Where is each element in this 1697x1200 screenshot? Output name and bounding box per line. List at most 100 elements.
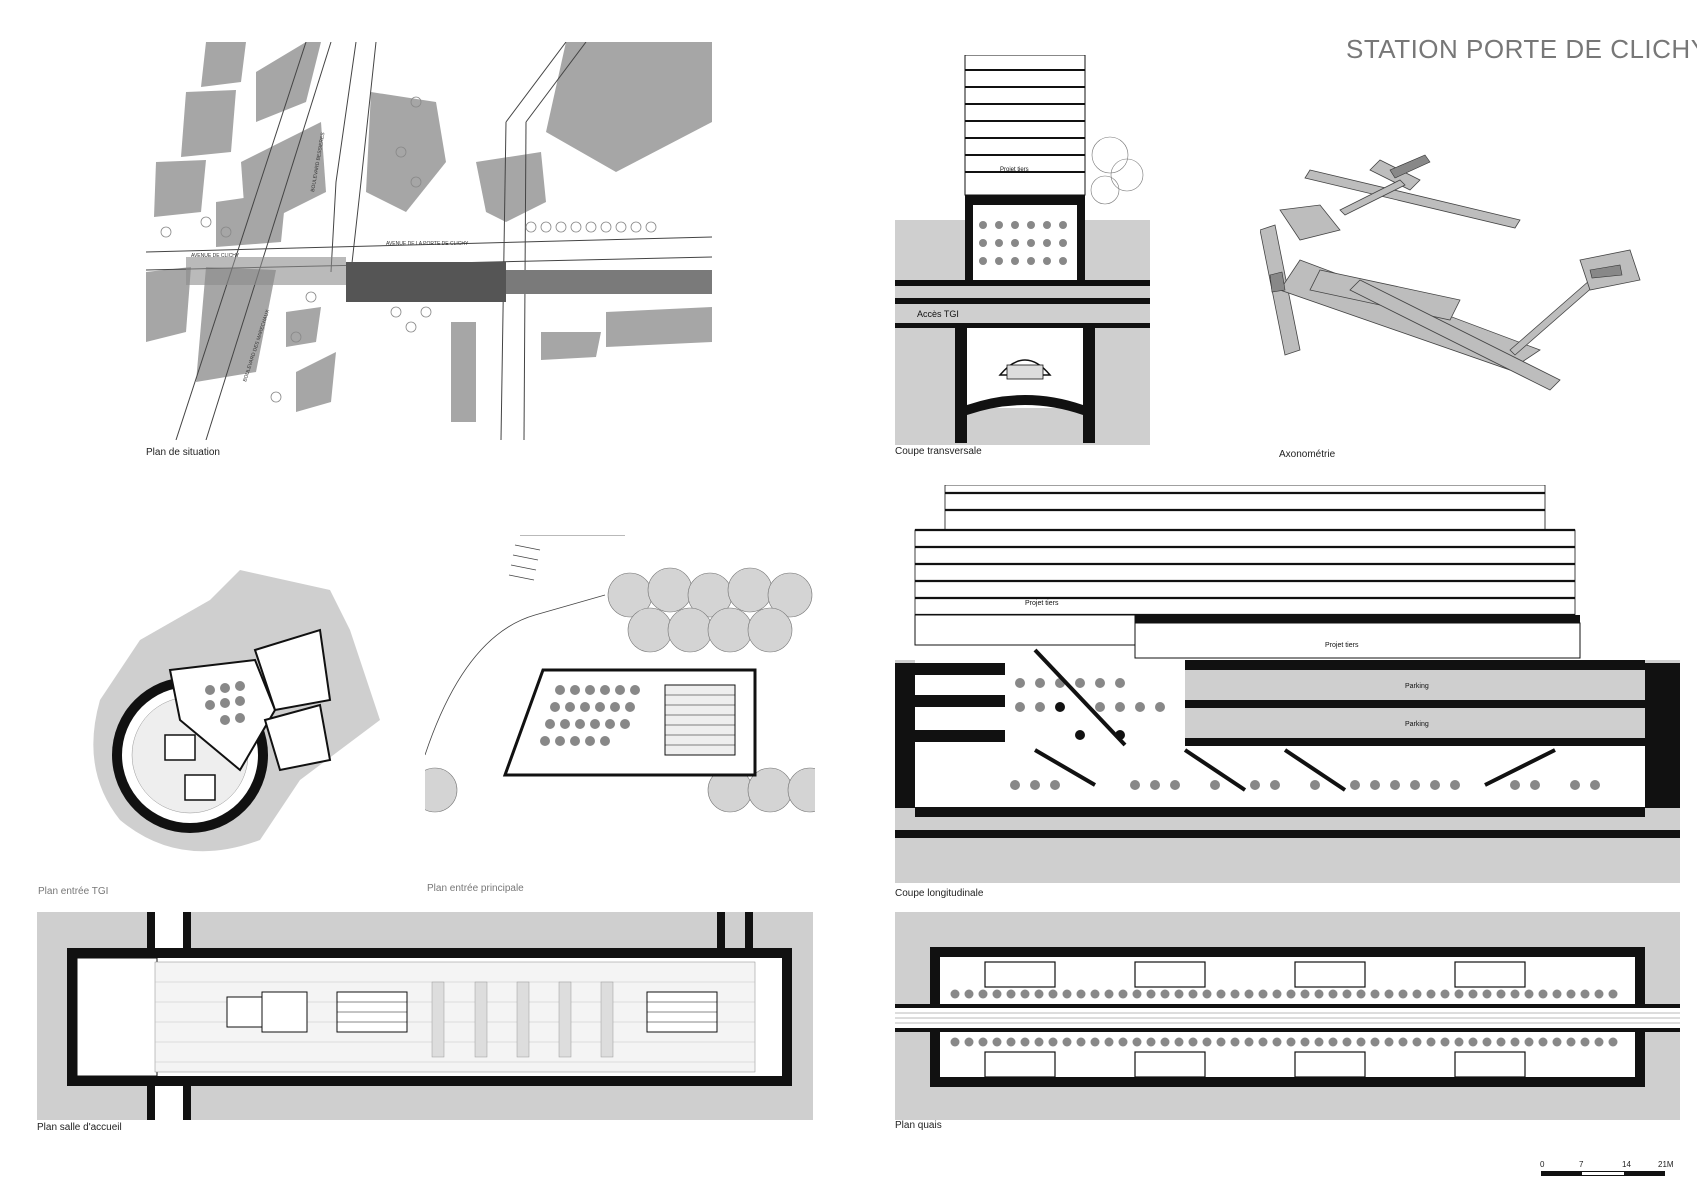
reception-hall-drawing bbox=[37, 912, 813, 1120]
platform-tree bbox=[978, 989, 988, 999]
platform-tree bbox=[1272, 1037, 1282, 1047]
scale-tick-0: 0 bbox=[1540, 1160, 1545, 1169]
platform-tree bbox=[1286, 1037, 1296, 1047]
longitudinal-section: Projet tiers Projet tiers Parking Parkin… bbox=[895, 485, 1680, 883]
tgi-entrance-caption: Plan entrée TGI bbox=[38, 886, 109, 897]
platform-tree bbox=[1216, 989, 1226, 999]
platform-tree bbox=[1160, 989, 1170, 999]
platform-tree bbox=[1188, 1037, 1198, 1047]
platform-tree bbox=[1188, 989, 1198, 999]
platform-tree bbox=[1076, 1037, 1086, 1047]
scale-bar: 0 7 14 21M bbox=[1540, 1158, 1676, 1180]
platform-tree bbox=[1342, 1037, 1352, 1047]
platform-tree bbox=[1594, 1037, 1604, 1047]
street-avenue-porte-de-clichy: AVENUE DE LA PORTE DE CLICHY bbox=[386, 241, 469, 247]
platform-tree bbox=[1132, 989, 1142, 999]
platform-tree bbox=[1538, 1037, 1548, 1047]
platform-tree bbox=[1510, 1037, 1520, 1047]
platform-tree bbox=[1034, 1037, 1044, 1047]
platform-tree bbox=[1398, 1037, 1408, 1047]
platform-tree bbox=[1090, 1037, 1100, 1047]
platform-tree bbox=[1482, 989, 1492, 999]
longitudinal-label-projet-tiers-1: Projet tiers bbox=[1025, 600, 1059, 607]
platform-tree bbox=[1426, 1037, 1436, 1047]
platform-tree bbox=[1580, 1037, 1590, 1047]
platform-tree bbox=[964, 1037, 974, 1047]
platform-tree bbox=[1048, 989, 1058, 999]
platform-tree bbox=[1384, 989, 1394, 999]
platform-tree bbox=[1258, 989, 1268, 999]
platform-tree bbox=[1160, 1037, 1170, 1047]
platform-tree bbox=[1440, 989, 1450, 999]
longitudinal-label-parking-2: Parking bbox=[1405, 721, 1429, 728]
axonometry-drawing bbox=[1260, 154, 1641, 391]
platform-tree bbox=[1216, 1037, 1226, 1047]
platform-tree bbox=[1454, 989, 1464, 999]
platform-tree bbox=[1370, 1037, 1380, 1047]
main-entrance-caption: Plan entrée principale bbox=[427, 883, 524, 894]
platform-tree bbox=[1384, 1037, 1394, 1047]
platform-tree bbox=[1328, 989, 1338, 999]
platform-tree bbox=[1482, 1037, 1492, 1047]
longitudinal-label-projet-tiers-2: Projet tiers bbox=[1325, 642, 1359, 649]
platform-tree bbox=[1132, 1037, 1142, 1047]
platform-tree bbox=[1356, 1037, 1366, 1047]
platform-tree bbox=[1272, 989, 1282, 999]
transverse-section-drawing: Projet tiers Accès TGI bbox=[895, 55, 1150, 445]
platform-tree bbox=[1398, 989, 1408, 999]
platform-tree bbox=[1608, 989, 1618, 999]
platform-tree bbox=[1034, 989, 1044, 999]
platform-tree bbox=[1468, 1037, 1478, 1047]
axonometry bbox=[1260, 150, 1660, 410]
platform-tree bbox=[1342, 989, 1352, 999]
platform-tree bbox=[1412, 989, 1422, 999]
platform-tree bbox=[964, 989, 974, 999]
reception-hall-plan bbox=[37, 912, 813, 1120]
platform-tree bbox=[950, 989, 960, 999]
platform-tree bbox=[1524, 1037, 1534, 1047]
platform-tree bbox=[1048, 1037, 1058, 1047]
platform-tree bbox=[1146, 989, 1156, 999]
situation-plan: AVENUE DE CLICHY AVENUE DE LA PORTE DE C… bbox=[146, 42, 712, 440]
platform-tree bbox=[1328, 1037, 1338, 1047]
platform-tree bbox=[992, 1037, 1002, 1047]
platform-tree bbox=[1174, 1037, 1184, 1047]
longitudinal-caption: Coupe longitudinale bbox=[895, 888, 984, 899]
platform-tree bbox=[1426, 989, 1436, 999]
platform-tree bbox=[1510, 989, 1520, 999]
platform-tree bbox=[1020, 1037, 1030, 1047]
scale-tick-7: 7 bbox=[1579, 1160, 1584, 1169]
transverse-caption: Coupe transversale bbox=[895, 446, 982, 457]
platform-tree bbox=[1370, 989, 1380, 999]
axonometry-caption: Axonométrie bbox=[1279, 449, 1336, 460]
platform-tree bbox=[1118, 989, 1128, 999]
scale-bar-graphic: 0 7 14 21M bbox=[1540, 1160, 1674, 1176]
platform-tree bbox=[1286, 989, 1296, 999]
platform-tree bbox=[1552, 1037, 1562, 1047]
platform-tree bbox=[1076, 989, 1086, 999]
platform-tree bbox=[1594, 989, 1604, 999]
transverse-label-projet-tiers: Projet tiers bbox=[1000, 167, 1029, 173]
platform-tree bbox=[1202, 1037, 1212, 1047]
platform-tree bbox=[1314, 1037, 1324, 1047]
platform-tree bbox=[1468, 989, 1478, 999]
longitudinal-section-drawing: Projet tiers Projet tiers Parking Parkin… bbox=[895, 485, 1680, 883]
platform-tree bbox=[992, 989, 1002, 999]
tgi-entrance-drawing bbox=[93, 570, 381, 852]
platform-tree bbox=[1412, 1037, 1422, 1047]
platform-tree bbox=[1356, 989, 1366, 999]
platform-tree bbox=[1006, 1037, 1016, 1047]
platform-plan-drawing bbox=[895, 912, 1680, 1120]
platform-tree bbox=[1006, 989, 1016, 999]
platform-tree bbox=[1258, 1037, 1268, 1047]
sheet-title: STATION PORTE DE CLICHY bbox=[1346, 34, 1697, 64]
platform-tree bbox=[1496, 1037, 1506, 1047]
situation-caption: Plan de situation bbox=[146, 447, 220, 458]
platform-tree bbox=[1202, 989, 1212, 999]
transverse-label-acces-tgi: Accès TGI bbox=[917, 309, 959, 319]
platform-tree bbox=[1454, 1037, 1464, 1047]
platform-plan bbox=[895, 912, 1680, 1120]
platform-tree bbox=[1566, 989, 1576, 999]
main-entrance-drawing bbox=[425, 535, 815, 813]
platform-tree bbox=[1146, 1037, 1156, 1047]
